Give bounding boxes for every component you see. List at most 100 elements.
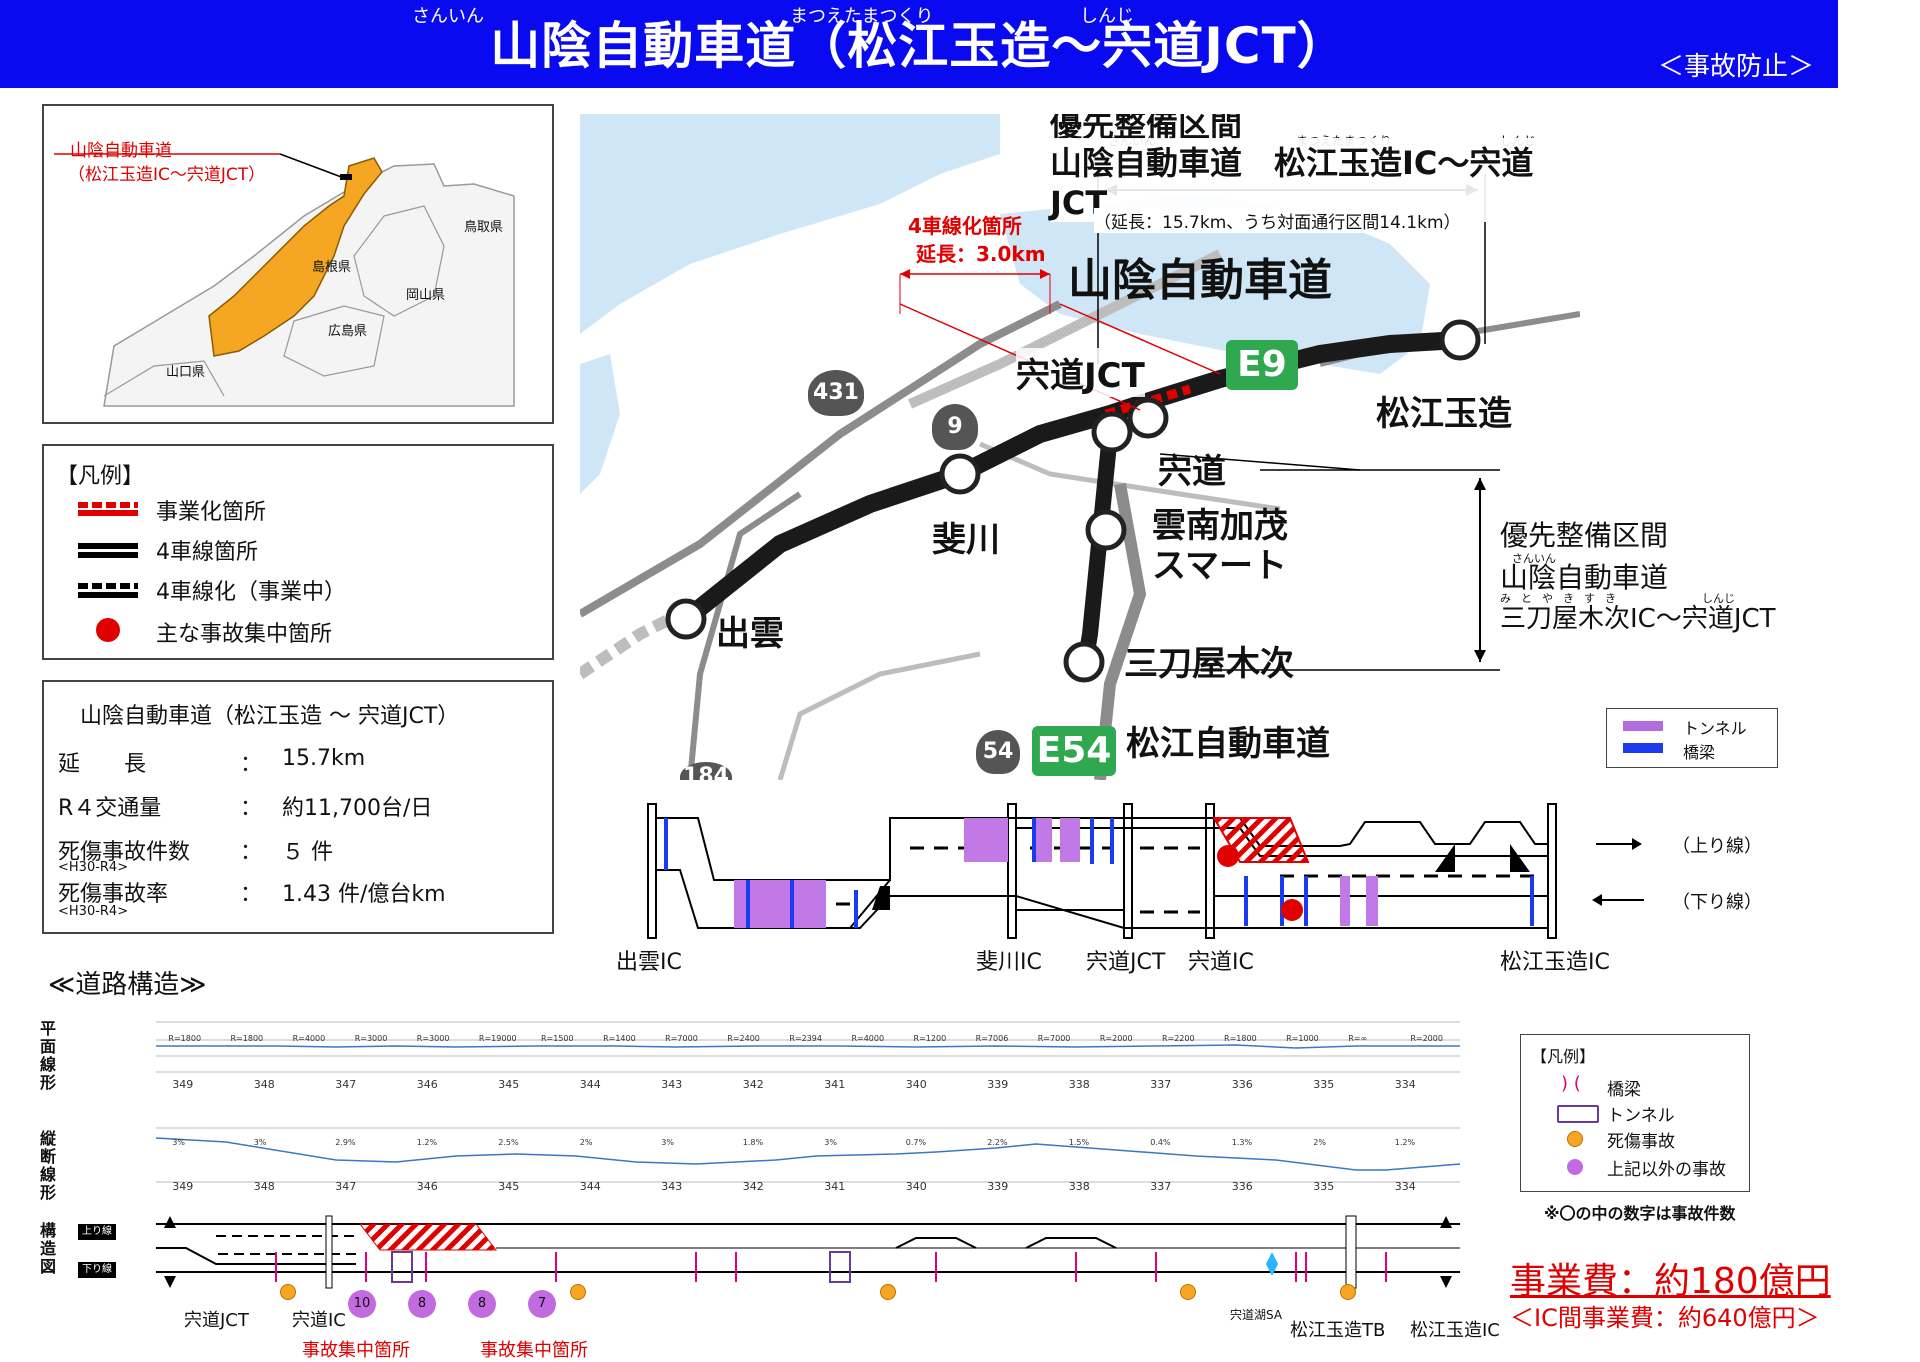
km-post: 337 (1150, 1180, 1172, 1193)
locator-label-1: 山陰自動車道 (70, 141, 172, 161)
tb-legend-bridge: 橋梁 (1683, 743, 1716, 762)
summary-sep: ： (240, 752, 263, 777)
ic-shinji-jct: 宍道JCT (1086, 950, 1166, 975)
bottom-label-shinji-jct: 宍道JCT (184, 1310, 249, 1331)
km-post: 347 (335, 1180, 357, 1193)
grade-label: 0.4% (1150, 1138, 1171, 1147)
legend-item-1: 事業化箇所 (156, 500, 267, 525)
radius-label: R=2000 (1099, 1034, 1133, 1043)
ic-izumo: 出雲IC (616, 950, 682, 975)
pref-yamaguchi: 山口県 (166, 365, 206, 380)
shield-e9: E9 (1226, 340, 1298, 390)
locator-map (54, 153, 515, 407)
purple-circle-icon (1567, 1159, 1583, 1175)
up-arrowhead-icon (1632, 838, 1642, 850)
red-dot-icon (96, 618, 120, 642)
tb-legend-box: トンネル 橋梁 (1606, 708, 1778, 768)
row-label-plan: 平面線形 (37, 1020, 56, 1092)
node-hikawa: 斐川 (932, 520, 1000, 560)
road-name-main: 山陰自動車道 (1068, 255, 1332, 306)
grade-label: 1.5% (1068, 1138, 1090, 1147)
four-lane-label: 4車線化箇所 (908, 214, 1022, 238)
vertical-alignment (155, 1126, 1461, 1186)
legend-bottom-bridge: 橋梁 (1607, 1080, 1641, 1100)
bridge-bracket-icon: ) ( (1561, 1073, 1581, 1094)
grade-label: 2% (579, 1138, 593, 1147)
shield-e54: E54 (1032, 726, 1116, 776)
up-line-label: （上り線） (1672, 836, 1762, 857)
cost-sub: ＜IC間事業費：約640億円＞ (1510, 1304, 1820, 1332)
summary-value-traffic: 約11,700台/日 (282, 796, 433, 821)
radius-label: R=1400 (603, 1034, 636, 1043)
km-post: 346 (416, 1078, 438, 1091)
summary-sep: ： (240, 796, 263, 821)
summary-title: 山陰自動車道（松江玉造 ～ 宍道JCT） (80, 704, 460, 729)
orange-circle-icon (570, 1284, 586, 1300)
bridge-swatch-icon (1623, 743, 1663, 753)
grade-label: 3% (172, 1138, 185, 1147)
grade-label: 0.7% (905, 1138, 927, 1147)
km-post: 339 (987, 1078, 1009, 1091)
red-dash-line-icon (78, 502, 138, 516)
down-line-tag: 下り線 (78, 1262, 116, 1278)
up-line-tag: 上り線 (78, 1224, 116, 1240)
grade-label: 2.5% (498, 1138, 519, 1147)
grade-label: 1.2% (1394, 1138, 1416, 1147)
km-post: 334 (1394, 1078, 1416, 1091)
grade-label: 3% (661, 1138, 674, 1147)
orange-circle-icon (1180, 1284, 1196, 1300)
summary-label-accidents: 死傷事故件数 (58, 840, 191, 865)
km-post: 344 (579, 1078, 601, 1091)
summary-value-rate: 1.43 件/億台km (282, 882, 446, 907)
pref-okayama: 岡山県 (406, 288, 446, 303)
orange-circle-icon (880, 1284, 896, 1300)
radius-label: R=2394 (789, 1034, 822, 1043)
priority-right-ruby1: さんいん (1512, 552, 1556, 565)
km-post: 343 (661, 1180, 683, 1193)
radius-label: R=1800 (168, 1034, 202, 1043)
km-post: 340 (905, 1180, 927, 1193)
km-post: 348 (253, 1180, 275, 1193)
km-post: 339 (987, 1180, 1009, 1193)
node-shinji-jct: 宍道JCT (1016, 348, 1145, 397)
summary-note-accidents: <H30-R4> (58, 860, 129, 875)
priority-right-line3: 三刀屋木次IC～宍道JCT (1500, 604, 1776, 634)
km-post: 345 (498, 1078, 520, 1091)
radius-label: R=2200 (1161, 1034, 1195, 1043)
tunnel-box-icon (1557, 1105, 1599, 1123)
km-post: 334 (1394, 1180, 1416, 1193)
header-bar (0, 0, 1838, 88)
grade-label: 3% (824, 1138, 837, 1147)
km-post: 344 (579, 1180, 601, 1193)
shield-184: 184 (680, 762, 732, 780)
radius-label: R=1000 (1286, 1034, 1319, 1043)
row-label-structure: 構造図 (37, 1222, 56, 1276)
radius-label: R=1500 (540, 1034, 574, 1043)
radius-label: R=3000 (416, 1034, 450, 1043)
legend-bottom-other: 上記以外の事故 (1607, 1160, 1726, 1180)
node-shinji: 宍道 (1158, 452, 1226, 492)
km-post: 341 (824, 1078, 846, 1091)
summary-sep: ： (240, 882, 263, 907)
orange-circle-icon (1340, 1284, 1356, 1300)
bottom-label-shinji-ic: 宍道IC (292, 1310, 346, 1331)
legend-bottom-title: 【凡例】 (1531, 1047, 1596, 1066)
grade-label: 1.8% (742, 1138, 764, 1147)
radius-label: R=19000 (478, 1034, 517, 1043)
legend-bottom-note: ※〇の中の数字は事故件数 (1544, 1204, 1736, 1223)
structure-diagram-graphic (156, 1215, 1460, 1289)
km-post: 338 (1068, 1180, 1090, 1193)
legend-main-box: 【凡例】 事業化箇所 4車線箇所 4車線化（事業中） 主な事故集中箇所 (42, 444, 554, 660)
cost-main: 事業費：約180億円 (1510, 1261, 1831, 1302)
tunnel-swatch-icon (1623, 721, 1663, 731)
accident-count-4: 7 (528, 1290, 556, 1318)
legend-item-2: 4車線箇所 (156, 540, 258, 565)
km-post: 345 (498, 1180, 520, 1193)
radius-label: R=4000 (292, 1034, 326, 1043)
shield-431: 431 (808, 370, 864, 416)
bottom-label-shinjiko-sa: 宍道湖SA (1230, 1308, 1283, 1322)
radius-label: R=4000 (851, 1034, 885, 1043)
radius-label: R=1800 (230, 1034, 264, 1043)
km-post: 347 (335, 1078, 357, 1091)
